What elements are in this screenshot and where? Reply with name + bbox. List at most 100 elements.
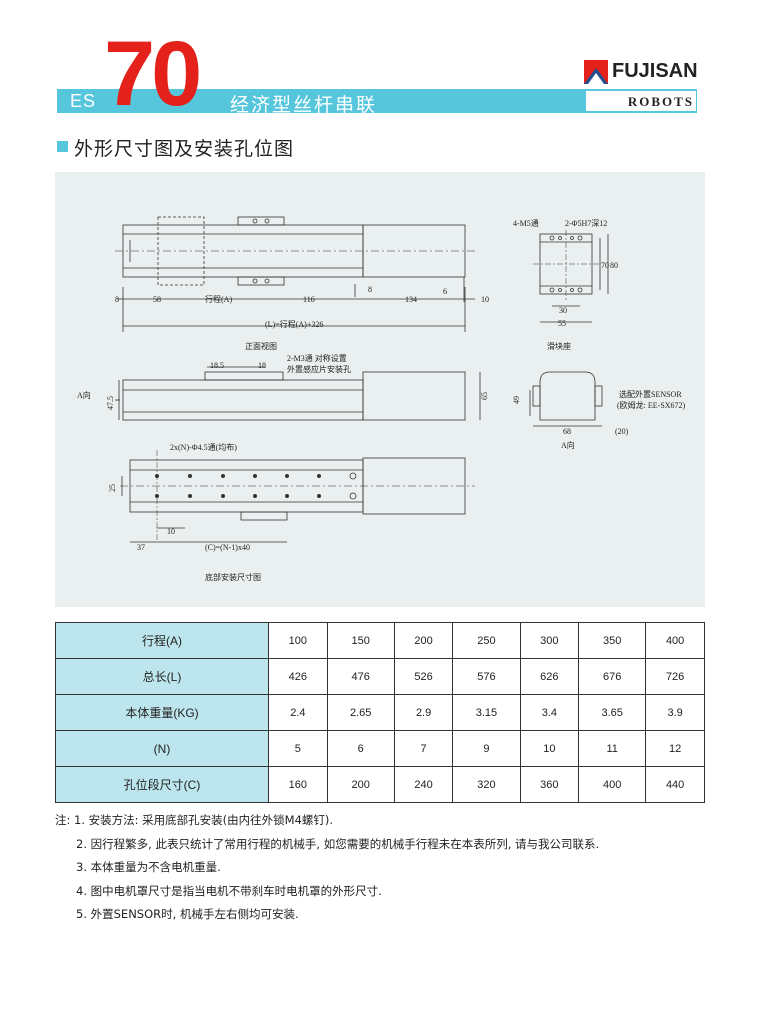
table-cell: 300 (519, 622, 580, 659)
dim-49: 49 (512, 396, 521, 404)
section-bullet (57, 141, 68, 152)
a-view-caption: A向 (561, 440, 575, 450)
dim-47-5: 47.5 (106, 396, 115, 410)
bottom-holes: 2x(N)-Φ4.5通(均布) (170, 442, 237, 452)
dim-10-b: 10 (167, 527, 175, 536)
table-cell: 626 (519, 658, 580, 695)
table-cell: 5 (268, 730, 328, 767)
brand-sub: ROBOTS (627, 94, 694, 109)
table-cell: 240 (393, 766, 454, 803)
table-cell: 476 (326, 658, 395, 695)
table-cell: 160 (268, 766, 328, 803)
slider-pins: 2-Φ5H7深12 (565, 219, 607, 228)
dim-80: 80 (610, 261, 618, 270)
table-cell: 100 (268, 622, 328, 659)
slider-view (533, 230, 609, 323)
dim-70: 70 (601, 261, 609, 270)
table-cell: 11 (578, 730, 647, 767)
table-cell: 9 (452, 730, 521, 767)
row-label: 孔位段尺寸(C) (55, 766, 269, 803)
table-cell: 200 (326, 766, 395, 803)
table-cell: 2.9 (393, 694, 454, 731)
table-cell: 350 (578, 622, 647, 659)
table-cell: 12 (645, 730, 705, 767)
fujisan-logo-icon (584, 60, 608, 88)
bottom-caption: 底部安装尺寸图 (205, 572, 261, 582)
table-cell: 400 (645, 622, 705, 659)
table-cell: 2.4 (268, 694, 328, 731)
dim-20: (20) (615, 427, 629, 436)
front-view-caption: 正面视图 (245, 341, 277, 351)
row-label: 行程(A) (55, 622, 269, 659)
dim-c: (C)=(N-1)x40 (205, 543, 250, 552)
table-cell: 3.65 (578, 694, 647, 731)
slider-holes: 4-M5通 (513, 218, 539, 228)
table-cell: 676 (578, 658, 647, 695)
table-cell: 526 (393, 658, 454, 695)
dim-37: 37 (137, 543, 145, 552)
dim-18-5: 18.5 (210, 361, 224, 370)
table-cell: 10 (519, 730, 580, 767)
dim-58: 58 (153, 295, 161, 304)
brand-name: FUJISAN (612, 60, 698, 82)
dim-stroke-a: 行程(A) (205, 294, 232, 304)
table-cell: 426 (268, 658, 328, 695)
table-cell: 3.9 (645, 694, 705, 731)
table-cell: 6 (326, 730, 395, 767)
dim-134: 134 (405, 295, 417, 304)
table-cell: 2.65 (326, 694, 395, 731)
dim-55: 55 (558, 319, 566, 328)
note-3: 3. 本体重量为不含电机重量. (76, 860, 221, 874)
slider-caption: 滑块座 (547, 341, 571, 351)
dim-65: 65 (480, 392, 489, 400)
bottom-view (120, 450, 475, 543)
table-cell: 200 (393, 622, 454, 659)
row-label: 总长(L) (55, 658, 269, 695)
series-prefix: ES (70, 91, 97, 111)
dim-18: 18 (258, 361, 266, 370)
table-cell: 250 (452, 622, 521, 659)
table-cell: 360 (519, 766, 580, 803)
table-cell: 726 (645, 658, 705, 695)
brand-sub-bar (586, 91, 696, 111)
dim-8-b: 8 (368, 285, 372, 294)
table-cell: 3.15 (452, 694, 521, 731)
note-1: 注: 1. 安装方法: 采用底部孔安装(由内往外锁M4螺钉). (55, 813, 334, 827)
table-cell: 576 (452, 658, 521, 695)
m3-holes: 2-M3通 对称设置 (287, 353, 347, 363)
product-title: 经济型丝杆串联 (230, 94, 378, 116)
note-5: 5. 外置SENSOR时, 机械手左右侧均可安装. (76, 907, 299, 921)
side-view (115, 366, 481, 421)
table-cell: 150 (326, 622, 395, 659)
row-label: 本体重量(KG) (55, 694, 269, 731)
dim-30: 30 (559, 306, 567, 315)
table-cell: 7 (393, 730, 454, 767)
table-cell: 3.4 (519, 694, 580, 731)
dim-10: 10 (481, 295, 489, 304)
technical-drawing: 8 58 行程(A) 116 134 8 6 10 (L)=行程(A)+326 … (55, 172, 705, 607)
sensor-note: 选配外置SENSOR (619, 389, 682, 399)
dim-8-left: 8 (115, 295, 119, 304)
dim-116: 116 (303, 295, 315, 304)
section-title: 外形尺寸图及安装孔位图 (74, 138, 295, 160)
dim-25: 25 (108, 484, 117, 492)
table-cell: 400 (578, 766, 647, 803)
note-2: 2. 因行程繁多, 此表只统计了常用行程的机械手, 如您需要的机械手行程未在本表… (76, 837, 600, 851)
table-cell: 440 (645, 766, 705, 803)
end-view (529, 371, 603, 427)
front-view (115, 216, 475, 332)
note-4: 4. 图中电机罩尺寸是指当电机不带刹车时电机罩的外形尺寸. (76, 884, 382, 898)
dim-6: 6 (443, 287, 447, 296)
dim-68: 68 (563, 427, 571, 436)
a-view-label: A向 (77, 390, 91, 400)
model-number: 70 (104, 23, 202, 125)
dim-total: (L)=行程(A)+326 (265, 319, 323, 329)
row-label: (N) (55, 730, 269, 767)
m3-holes-b: 外置感应片安装孔 (287, 364, 351, 374)
sensor-note-b: (欧姆龙: EE-SX672) (617, 400, 686, 410)
